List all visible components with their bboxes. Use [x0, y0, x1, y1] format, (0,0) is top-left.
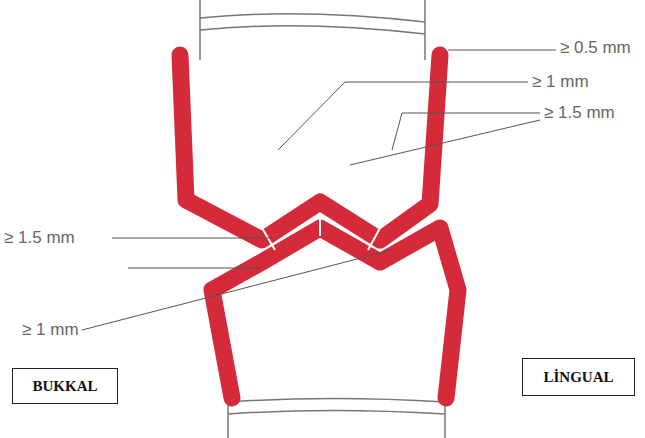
dimension-label: ≥ 1 mm — [20, 320, 81, 340]
dimension-label: ≥ 0.5 mm — [558, 38, 633, 58]
side-label: BUKKAL — [32, 378, 97, 395]
crown-section — [180, 55, 458, 398]
side-label-box: LİNGUAL — [522, 358, 635, 396]
dimension-label: ≥ 1 mm — [530, 72, 591, 92]
dimension-label: ≥ 1.5 mm — [2, 228, 77, 248]
thickness-marks — [262, 214, 380, 250]
side-label-box: BUKKAL — [12, 368, 118, 404]
side-label: LİNGUAL — [543, 369, 613, 386]
leader-lines — [82, 50, 556, 330]
dimension-label: ≥ 1.5 mm — [542, 103, 617, 123]
